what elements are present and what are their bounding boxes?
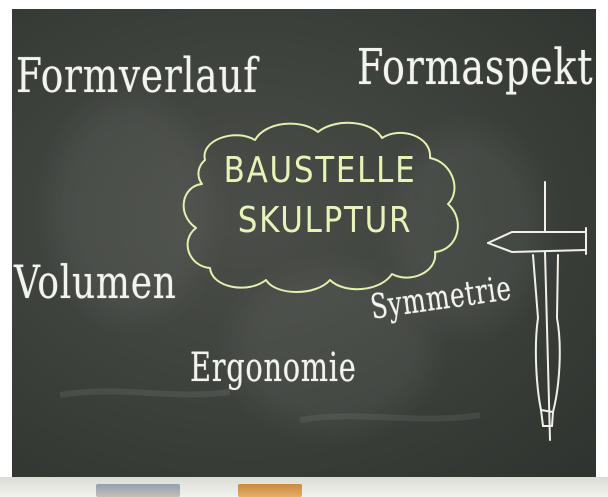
chalk-ledge bbox=[0, 477, 608, 497]
eraser-right bbox=[238, 484, 302, 497]
word-formaspekt: Formaspekt bbox=[357, 38, 593, 96]
word-ergonomie: Ergonomie bbox=[190, 345, 357, 391]
chisel-drawing bbox=[488, 182, 586, 440]
eraser-left bbox=[96, 484, 180, 497]
word-volumen: Volumen bbox=[14, 255, 177, 309]
cloud-title-line-2: SKULPTUR bbox=[226, 200, 424, 241]
cloud-title-line-1: BAUSTELLE bbox=[221, 150, 419, 191]
word-formverlauf: Formverlauf bbox=[16, 48, 258, 104]
